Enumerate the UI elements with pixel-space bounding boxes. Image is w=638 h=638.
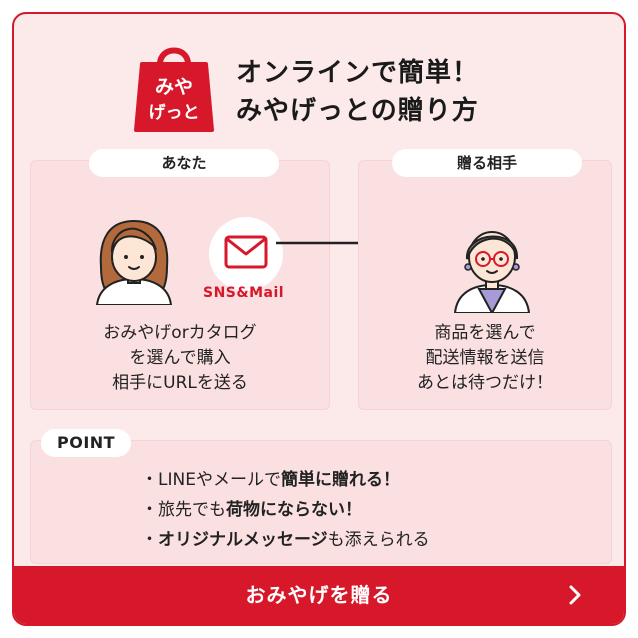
recipient-line-1: 商品を選んで	[434, 323, 536, 343]
headline-line-1: オンラインで簡単！	[236, 58, 480, 88]
point-item: ・オリジナルメッセージも添えられる	[141, 525, 430, 555]
recipient-description: 商品を選んで 配送情報を送信 あとは待つだけ！	[359, 321, 611, 396]
sns-mail-badge: SNS&Mail	[203, 285, 285, 301]
woman-avatar-icon	[95, 219, 173, 305]
envelope-icon	[224, 235, 268, 269]
point-item-text: も添えられる	[327, 530, 430, 550]
sender-line-2: を選んで購入	[129, 348, 231, 368]
recipient-panel: 贈る相手 商品を選んで 配送情報を送信 あとは待つだけ！	[358, 149, 612, 410]
headline-line-2: みやげっとの贈り方	[236, 96, 479, 126]
page-title: オンラインで簡単！ みやげっとの贈り方	[236, 54, 479, 130]
chevron-right-icon	[569, 585, 581, 605]
send-gift-label: おみやげを贈る	[245, 583, 393, 607]
sender-label: あなた	[89, 149, 279, 177]
recipient-line-2: 配送情報を送信	[425, 348, 545, 368]
point-item: ・LINEやメールで簡単に贈れる！	[141, 465, 430, 495]
logo-line-1: みや	[155, 76, 193, 98]
recipient-label: 贈る相手	[392, 149, 582, 177]
shopping-bag-logo-icon: みや げっと	[134, 47, 214, 132]
recipient-line-3: あとは待つだけ！	[417, 373, 553, 393]
older-woman-avatar-icon	[453, 231, 531, 313]
sender-panel: あなた SNS&Mail おみやげorカタログ を選んで購入 相手にURLを送る	[30, 149, 330, 410]
point-item-text: ・旅先でも	[141, 500, 226, 520]
point-item-text: ・LINEやメールで	[141, 470, 281, 490]
point-item-emphasis: オリジナルメッセージ	[158, 530, 328, 550]
sender-line-3: 相手にURLを送る	[112, 373, 248, 393]
gift-guide-card: みや げっと オンラインで簡単！ みやげっとの贈り方 あなた SNS&Mail …	[12, 12, 626, 626]
sender-line-1: おみやげorカタログ	[103, 323, 257, 343]
point-item-emphasis: 簡単に贈れる！	[280, 470, 400, 490]
send-gift-button[interactable]: おみやげを贈る	[14, 566, 624, 624]
sender-description: おみやげorカタログ を選んで購入 相手にURLを送る	[31, 321, 329, 396]
point-label: POINT	[41, 429, 132, 457]
mail-bubble	[209, 217, 283, 291]
logo-line-2: げっと	[149, 103, 200, 123]
point-item: ・旅先でも荷物にならない！	[141, 495, 430, 525]
point-item-text: ・	[141, 530, 158, 550]
point-box: POINT ・LINEやメールで簡単に贈れる！ ・旅先でも荷物にならない！ ・オ…	[30, 429, 612, 564]
point-list: ・LINEやメールで簡単に贈れる！ ・旅先でも荷物にならない！ ・オリジナルメッ…	[141, 465, 430, 555]
point-item-emphasis: 荷物にならない！	[226, 500, 362, 520]
